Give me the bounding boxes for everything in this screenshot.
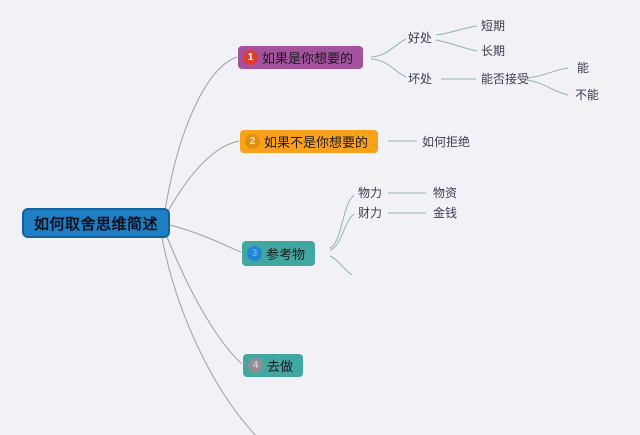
edge-benefits-short [435,25,478,36]
priority-4-icon: 4 [248,358,263,373]
edge-root-branch1 [164,56,238,212]
edge-branch3-stub [329,255,353,276]
root-topic-label: 如何取舍思维简述 [33,215,158,233]
subtopic-cannot[interactable]: 不能 [575,88,600,102]
subtopic-money[interactable]: 金钱 [433,206,458,220]
subtopic-how-to-refuse[interactable]: 如何拒绝 [422,135,471,149]
subtopic-can[interactable]: 能 [577,61,590,75]
edge-accept-can [526,67,569,79]
subtopic-material-power[interactable]: 物力 [358,186,383,200]
priority-2-icon: 2 [245,134,260,149]
edge-root-offscreen [161,237,257,435]
subtopic-long-term[interactable]: 长期 [481,44,506,58]
topic-if-not-wanted[interactable]: 2 如果不是你想要的 [240,130,379,153]
subtopic-financial-power[interactable]: 财力 [358,206,383,220]
topic-if-wanted[interactable]: 1 如果是你想要的 [238,46,364,69]
subtopic-benefits[interactable]: 好处 [408,31,433,45]
subtopic-downsides[interactable]: 坏处 [408,72,433,86]
edge-branch1-benefits [370,38,407,58]
edge-root-branch4 [166,236,243,365]
root-topic[interactable]: 如何取舍思维简述 [22,208,170,238]
edge-root-branch2 [166,140,240,214]
priority-3-icon: 3 [247,246,262,261]
edge-benefits-long [435,39,478,52]
edge-root-branch3 [169,224,242,253]
edge-accept-cannot [526,79,569,96]
topic-do-it-label: 去做 [267,359,294,374]
edge-branch3-material [329,194,355,249]
topic-do-it[interactable]: 4 去做 [243,354,304,377]
topic-if-not-wanted-label: 如果不是你想要的 [264,135,369,150]
subtopic-short-term[interactable]: 短期 [481,19,506,33]
topic-if-wanted-label: 如果是你想要的 [262,51,354,66]
topic-reference-label: 参考物 [266,247,306,262]
subtopic-acceptable[interactable]: 能否接受 [481,72,530,86]
edge-branch1-downsides [370,58,407,78]
priority-1-icon: 1 [243,50,258,65]
topic-reference[interactable]: 3 参考物 [242,241,316,266]
subtopic-supplies[interactable]: 物资 [433,186,458,200]
edge-branch3-financial [329,213,355,251]
